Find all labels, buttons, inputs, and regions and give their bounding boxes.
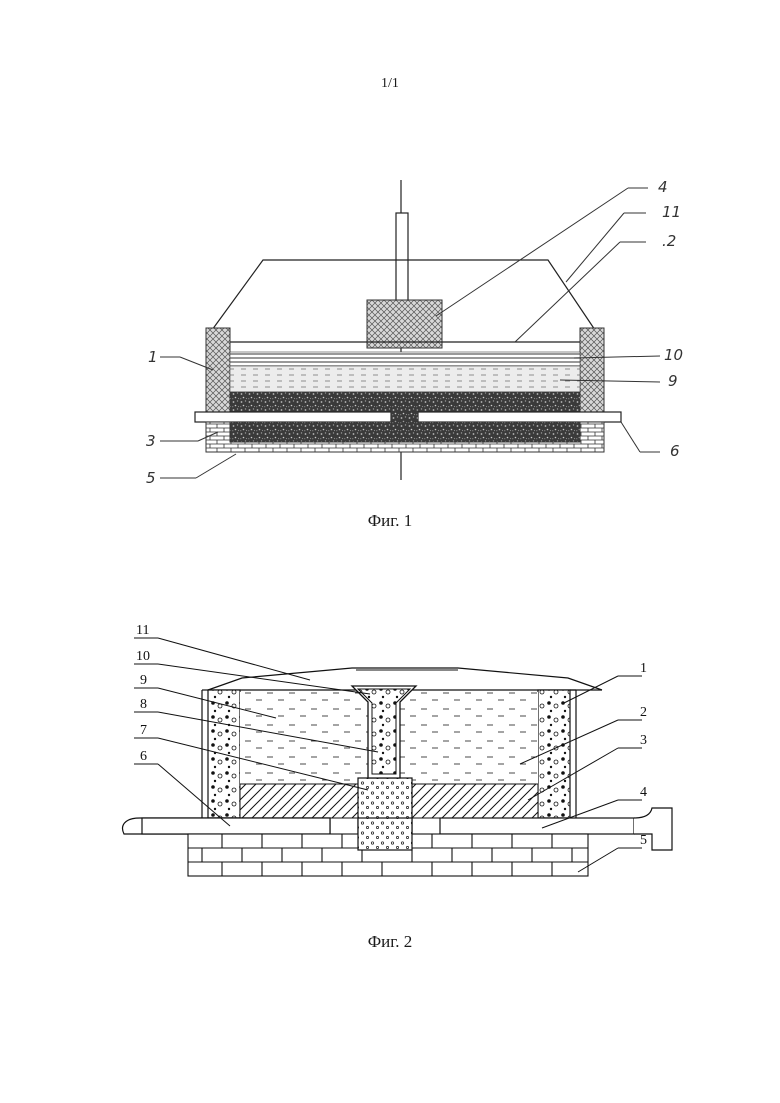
- fig1-label-6: 6: [670, 442, 680, 460]
- fig2-label-5: 5: [640, 833, 647, 848]
- fig1-label-12: .2: [662, 232, 676, 250]
- fig2-label-9: 9: [140, 673, 147, 688]
- fig1-anode-block: [367, 300, 442, 348]
- fig1-left-wall: [206, 328, 230, 413]
- fig1-plate-right: [418, 412, 621, 422]
- fig1-label-10: 10: [664, 346, 683, 364]
- fig2-label-6: 6: [140, 749, 147, 764]
- fig1-layer-9: [230, 366, 580, 392]
- fig2-label-11: 11: [136, 623, 149, 638]
- fig2-label-7: 7: [140, 723, 147, 738]
- fig1-label-3: 3: [146, 432, 156, 450]
- fig2-label-10: 10: [136, 649, 150, 664]
- fig1-label-11: 11: [662, 203, 681, 221]
- fig1-plate-left: [195, 412, 391, 422]
- fig2-label-2: 2: [640, 705, 647, 720]
- fig2-label-1: 1: [640, 661, 647, 676]
- fig1-layer-10: [230, 352, 580, 366]
- fig1-bottom-layer: [230, 422, 580, 442]
- fig1-label-9: 9: [668, 372, 678, 390]
- figure-1: 1 3 5 4 11 .2 10 9 6: [146, 178, 683, 487]
- fig2-label-8: 8: [140, 697, 147, 712]
- figure-1-caption: Фиг. 1: [0, 511, 780, 531]
- fig2-label-4: 4: [640, 785, 647, 800]
- fig2-plate-left-body: [142, 818, 330, 834]
- fig1-label-4: 4: [658, 178, 668, 196]
- fig1-right-wall: [580, 328, 604, 413]
- figure-2: 11 10 9 8 7 6 1 2 3 4 5: [123, 623, 672, 876]
- figure-2-caption: Фиг. 2: [0, 932, 780, 952]
- fig1-label-1: 1: [148, 348, 158, 366]
- fig1-rod: [396, 213, 408, 301]
- fig2-label-3: 3: [640, 733, 647, 748]
- fig2-plate-right: [440, 818, 634, 834]
- fig1-label-5: 5: [146, 469, 156, 487]
